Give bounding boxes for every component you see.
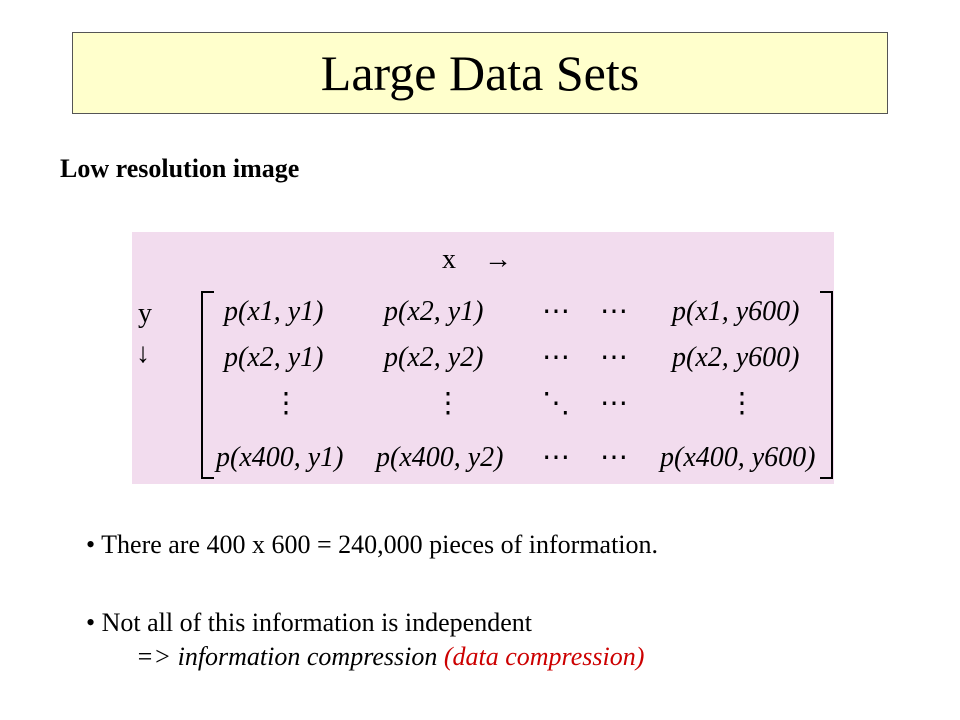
matrix-cell: ⋮: [272, 388, 300, 419]
bullet-item: • Not all of this information is indepen…: [86, 608, 532, 638]
matrix-cell: ⋯: [542, 342, 570, 373]
matrix-left-bracket: [201, 291, 214, 479]
matrix-cell: p(x400, y600): [660, 442, 816, 473]
matrix-cell: p(x400, y1): [216, 442, 344, 473]
x-axis-arrow: →: [484, 244, 512, 275]
matrix-cell: p(x1, y600): [672, 296, 800, 327]
matrix-cell: ⋱: [542, 388, 570, 419]
matrix-cell: p(x2, y1): [224, 342, 324, 373]
compression-note: (data compression): [443, 642, 645, 671]
matrix-cell: p(x400, y2): [376, 442, 504, 473]
matrix-cell: p(x2, y600): [672, 342, 800, 373]
matrix-cell: ⋮: [728, 388, 756, 419]
bullet-text: Not all of this information is independe…: [101, 608, 532, 637]
implication-text: => information compression: [136, 642, 438, 671]
title-box: Large Data Sets: [72, 32, 888, 114]
matrix-cell: p(x2, y1): [384, 296, 484, 327]
bullet-glyph: •: [86, 608, 96, 637]
matrix-cell: p(x2, y2): [384, 342, 484, 373]
matrix-cell: ⋮: [434, 388, 462, 419]
x-axis-label: x: [442, 244, 456, 275]
bullet-text: There are 400 x 600 = 240,000 pieces of …: [101, 530, 659, 559]
matrix-cell: ⋯: [542, 442, 570, 473]
matrix-cell: ⋯: [600, 388, 628, 419]
matrix-cell: ⋯: [600, 442, 628, 473]
matrix-cell: ⋯: [542, 296, 570, 327]
y-axis-arrow: ↓: [136, 338, 150, 369]
y-axis-label: y: [138, 298, 152, 329]
bullet-glyph: •: [86, 530, 96, 559]
slide-subtitle: Low resolution image: [60, 154, 300, 183]
matrix-panel: x → y ↓ p(x1, y1) p(x2, y1) ⋯ ⋯ p(x1, y6…: [132, 232, 834, 484]
bullet-subline: => information compression (data compres…: [136, 642, 644, 672]
matrix-cell: ⋯: [600, 342, 628, 373]
bullet-item: • There are 400 x 600 = 240,000 pieces o…: [86, 530, 658, 560]
matrix-cell: p(x1, y1): [224, 296, 324, 327]
slide-title: Large Data Sets: [320, 45, 640, 101]
matrix-cell: ⋯: [600, 296, 628, 327]
matrix-right-bracket: [820, 291, 833, 479]
